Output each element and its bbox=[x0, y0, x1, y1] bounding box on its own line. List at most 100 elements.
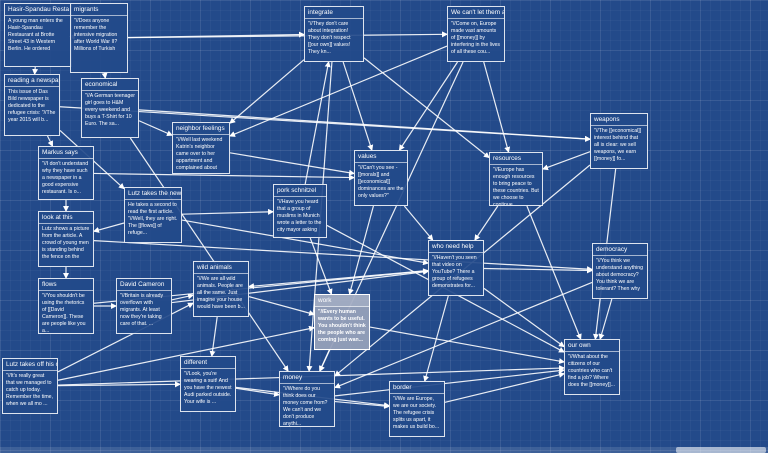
link-wild-to-different bbox=[209, 316, 218, 357]
passage-title: migrants bbox=[71, 4, 127, 16]
passage-money[interactable]: money "//Where do you think does our mone… bbox=[279, 371, 335, 427]
link-newspaper-to-markus bbox=[46, 135, 54, 147]
passage-excerpt: "//It's really great that we managed to … bbox=[6, 373, 53, 407]
passage-title: border bbox=[390, 382, 444, 394]
passage-title: Hasir-Spandau Resta bbox=[5, 4, 71, 16]
passage-migrants[interactable]: migrants"//Does anyone remember the inte… bbox=[70, 3, 128, 73]
passage-title: pork schnitzel bbox=[274, 185, 326, 197]
passage-cameron[interactable]: David Cameron "//Britain is already overf… bbox=[116, 278, 172, 334]
passage-excerpt: "//They don't care about integration! Th… bbox=[308, 21, 351, 55]
horizontal-scrollbar[interactable] bbox=[0, 447, 768, 453]
link-integrate-to-resources bbox=[363, 57, 490, 159]
link-lookat-to-democracy bbox=[93, 240, 593, 273]
passage-excerpt: "//Have you heard that a group of muslim… bbox=[277, 199, 322, 233]
link-values-to-work bbox=[347, 205, 374, 295]
passage-neighbor[interactable]: neighbor feelings "//Well last weekend Ka… bbox=[172, 122, 230, 174]
passage-title: values bbox=[355, 151, 407, 163]
passage-title: work bbox=[315, 295, 369, 307]
link-cameron-to-wild bbox=[171, 293, 194, 301]
passage-title: money bbox=[280, 372, 334, 384]
link-money-to-border bbox=[334, 400, 390, 409]
passage-newspaper[interactable]: reading a newspaperThis issue of Das Bil… bbox=[4, 74, 60, 136]
link-cantlet-to-resources bbox=[483, 61, 511, 153]
passage-title: integrate bbox=[305, 7, 363, 19]
passage-different[interactable]: different"//Look, you're wearing a suit!… bbox=[180, 356, 236, 412]
link-migrants-to-integrate bbox=[127, 31, 305, 39]
passage-title: weapons bbox=[591, 114, 647, 126]
passage-excerpt: "//Come on, Europe made vast amounts of … bbox=[451, 21, 501, 55]
link-lutz-to-lookat bbox=[93, 222, 125, 233]
passage-excerpt: "//Well last weekend Katrin's neighbor c… bbox=[176, 137, 223, 171]
passage-excerpt: He takes a second to read the first arti… bbox=[128, 202, 178, 236]
link-whoneeds-to-democracy bbox=[483, 267, 593, 274]
link-resources-to-ourown bbox=[526, 205, 582, 340]
passage-excerpt: "//You think we understand anything abou… bbox=[596, 258, 644, 292]
passage-excerpt: "//Can't you see - [[morals]] and [[econ… bbox=[358, 165, 404, 199]
link-resources-to-whoneeds bbox=[474, 205, 499, 241]
link-democracy-to-money bbox=[334, 281, 593, 389]
passage-integrate[interactable]: integrate "//They don't care about integr… bbox=[304, 6, 364, 62]
passage-cantlet[interactable]: We can't let them all "//Come on, Europe … bbox=[447, 6, 505, 62]
passage-excerpt: "//Where do you think does our money com… bbox=[283, 386, 328, 427]
passage-lutz[interactable]: Lutz takes the newsp He takes a second to… bbox=[124, 187, 182, 243]
scrollbar-thumb[interactable] bbox=[676, 447, 766, 453]
link-weapons-to-resources bbox=[542, 151, 591, 171]
link-markus-to-values bbox=[93, 172, 355, 181]
passage-schnitzel[interactable]: pork schnitzel "//Have you heard that a g… bbox=[273, 184, 327, 238]
link-neighbor-to-values bbox=[229, 152, 355, 176]
link-integrate-to-values bbox=[342, 61, 374, 151]
passage-title: neighbor feelings bbox=[173, 123, 229, 135]
link-economical-to-neighbor bbox=[138, 120, 173, 136]
passage-flows[interactable]: flows "//You shouldn't be using the rheto… bbox=[38, 278, 94, 334]
link-border-to-ourown bbox=[444, 371, 565, 403]
passage-excerpt: "//Britain is already overflown with mig… bbox=[120, 293, 164, 327]
passage-excerpt: "//Look, you're wearing a suit! And you … bbox=[184, 371, 232, 405]
link-values-to-whoneeds bbox=[403, 205, 434, 241]
passage-ourown[interactable]: our own"//What about the citizens of our… bbox=[564, 339, 620, 395]
passage-lutzoff[interactable]: Lutz takes off his coa "//It's really gre… bbox=[2, 358, 58, 414]
passage-excerpt: "//Every human wants to be useful. You s… bbox=[318, 309, 366, 343]
link-money-to-ourown bbox=[334, 367, 565, 397]
passage-excerpt: "//We are all wild animals. People are a… bbox=[197, 276, 245, 310]
passage-whoneeds[interactable]: who need help"//Haven't you seen that vi… bbox=[428, 240, 484, 296]
passage-excerpt: This issue of Das Bild newspaper is dedi… bbox=[8, 89, 56, 123]
passage-excerpt: A young man enters the Hasir-Spandau Res… bbox=[8, 18, 63, 52]
passage-excerpt: "//Europe has enough resources to bring … bbox=[493, 167, 539, 206]
link-cantlet-to-values bbox=[398, 61, 459, 151]
passage-democracy[interactable]: democracy "//You think we understand anyt… bbox=[592, 243, 648, 299]
link-schnitzel-to-integrate bbox=[304, 61, 331, 185]
passage-resources[interactable]: resources"//Europe has enough resources … bbox=[489, 152, 543, 206]
passage-title: flows bbox=[39, 279, 93, 291]
passage-title: democracy bbox=[593, 244, 647, 256]
passage-title: We can't let them all bbox=[448, 7, 504, 19]
passage-excerpt: Lutz shows a picture from the article. A… bbox=[42, 226, 90, 260]
passage-wild[interactable]: wild animals"//We are all wild animals. … bbox=[193, 261, 249, 317]
passage-excerpt: "//A German teenager girl goes to H&M ev… bbox=[85, 93, 135, 127]
passage-title: our own bbox=[565, 340, 619, 352]
passage-work[interactable]: work "//Every human wants to be useful. Y… bbox=[314, 294, 370, 350]
link-migrants-to-cantlet bbox=[127, 31, 448, 39]
passage-hasir[interactable]: Hasir-Spandau Resta A young man enters th… bbox=[4, 3, 72, 67]
passage-excerpt: "//I don't understand why they have such… bbox=[42, 161, 89, 195]
link-work-to-ourown bbox=[369, 326, 565, 365]
passage-excerpt: "//We are Europe, we are our society. Th… bbox=[393, 396, 440, 430]
link-integrate-to-neighbor bbox=[229, 59, 305, 124]
passage-values[interactable]: values "//Can't you see - [[morals]] and … bbox=[354, 150, 408, 206]
passage-economical[interactable]: economical"//A German teenager girl goes… bbox=[81, 78, 139, 138]
passage-weapons[interactable]: weapons "//The [[economical]] interest be… bbox=[590, 113, 648, 169]
passage-title: Lutz takes off his coa bbox=[3, 359, 57, 371]
passage-title: David Cameron bbox=[117, 279, 171, 291]
passage-excerpt: "//You shouldn't be using the rhetorics … bbox=[42, 293, 86, 334]
passage-title: reading a newspaper bbox=[5, 75, 59, 87]
link-whoneeds-to-border bbox=[423, 295, 449, 382]
passage-title: Markus says bbox=[39, 147, 93, 159]
passage-border[interactable]: border "//We are Europe, we are our socie… bbox=[389, 381, 445, 437]
passage-markus[interactable]: Markus says "//I don't understand why the… bbox=[38, 146, 94, 200]
passage-title: Lutz takes the newsp bbox=[125, 188, 181, 200]
passage-excerpt: "//The [[economical]] interest behind th… bbox=[594, 128, 642, 162]
link-whoneeds-to-wild bbox=[248, 269, 429, 290]
link-different-to-money bbox=[235, 387, 280, 397]
passage-title: look at this bbox=[39, 212, 93, 224]
